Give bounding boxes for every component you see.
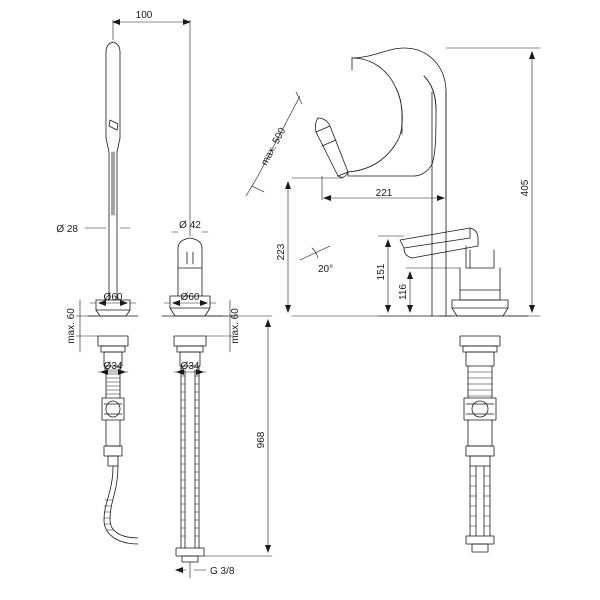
dimension-label-405: 405 — [520, 179, 531, 196]
left-handspray-column — [87, 41, 139, 545]
right-assembled-tap — [314, 47, 529, 553]
dimension-label-max60-left: max. 60 — [66, 308, 77, 344]
dimension-label-g38: G 3/8 — [210, 566, 235, 577]
dimension-label-968: 968 — [256, 431, 267, 448]
dimension-label-max60-right: max. 60 — [230, 308, 241, 344]
dimension-label-116: 116 — [398, 284, 409, 300]
dimension-lines — [75, 19, 541, 579]
dimension-label-dia42: Ø 42 — [179, 220, 201, 231]
dimension-label-20deg: 20° — [318, 264, 333, 275]
dimension-label-100: 100 — [136, 10, 153, 21]
dimension-label-dia34-left: Ø34 — [104, 361, 123, 372]
dimension-label-151: 151 — [376, 263, 387, 280]
dimension-label-dia60-right: Ø60 — [181, 292, 200, 303]
dimension-label-max500: max. 500 — [259, 126, 288, 168]
dimension-label-dia34-right: Ø34 — [181, 361, 200, 372]
dimension-label-dia28: Ø 28 — [56, 224, 78, 235]
dimension-label-dia60-left: Ø60 — [104, 292, 123, 303]
dimension-label-221: 221 — [376, 188, 393, 199]
center-valve-column — [161, 237, 223, 563]
dimension-label-223: 223 — [276, 243, 287, 260]
